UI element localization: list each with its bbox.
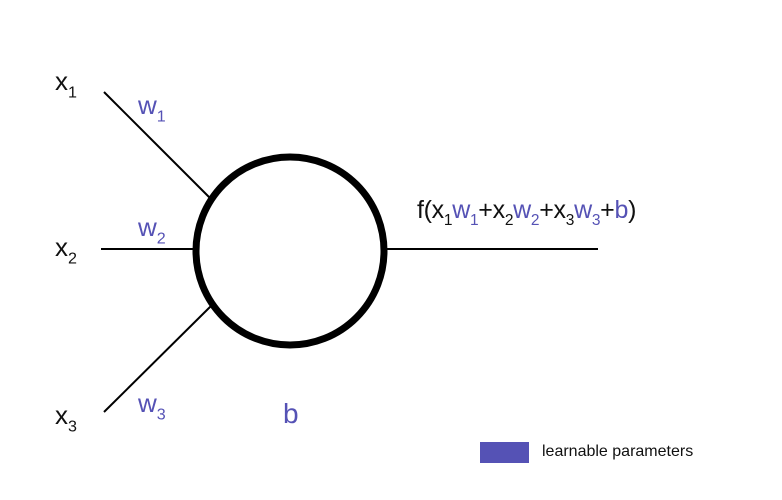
formula-x2: x [492, 196, 506, 224]
input-x2-base: x [55, 232, 68, 262]
formula-x3: x [553, 196, 567, 224]
formula-close: ) [628, 196, 637, 224]
weight-w1-sub: 1 [156, 107, 166, 126]
formula-open: f( [417, 196, 432, 224]
input-label-x1: x1 [55, 66, 77, 100]
weight-w2-base: w [138, 212, 157, 242]
bias-label: b [283, 398, 299, 429]
input-edge-1 [103, 91, 213, 201]
input-x1-sub: 1 [68, 83, 77, 102]
input-label-x3: x3 [55, 400, 77, 434]
weight-label-w3: w3 [138, 388, 166, 422]
formula-x3-sub: 3 [565, 211, 575, 229]
legend-label: learnable parameters [542, 443, 694, 460]
neuron-node [192, 153, 388, 349]
output-formula: f(x1w1+x2w2+x3w3+b) [417, 196, 637, 229]
input-x3-sub: 3 [68, 417, 77, 436]
input-edge-3 [103, 304, 213, 413]
weight-w3-sub: 3 [156, 405, 166, 424]
color-swatch-icon [480, 442, 529, 463]
formula-w1: w [452, 196, 470, 224]
weight-w1-base: w [138, 90, 157, 120]
formula-w2: w [513, 196, 531, 224]
formula-x1: x [431, 196, 445, 224]
weight-label-w2: w2 [138, 212, 166, 246]
input-x3-base: x [55, 400, 68, 430]
formula-x2-sub: 2 [504, 211, 514, 229]
formula-plus-1: + [478, 196, 493, 224]
formula-w2-sub: 2 [530, 211, 540, 229]
formula-plus-2: + [539, 196, 554, 224]
weight-w2-sub: 2 [156, 229, 166, 248]
formula-w1-sub: 1 [469, 211, 479, 229]
input-x2-sub: 2 [68, 249, 77, 268]
formula-plus-3: + [600, 196, 615, 224]
formula-w3-sub: 3 [591, 211, 601, 229]
input-x1-base: x [55, 66, 68, 96]
formula-x1-sub: 1 [443, 211, 453, 229]
formula-w3: w [574, 196, 592, 224]
weight-w3-base: w [138, 388, 157, 418]
input-label-x2: x2 [55, 232, 77, 266]
weight-label-w1: w1 [138, 90, 166, 124]
formula-bias: b [614, 196, 629, 224]
